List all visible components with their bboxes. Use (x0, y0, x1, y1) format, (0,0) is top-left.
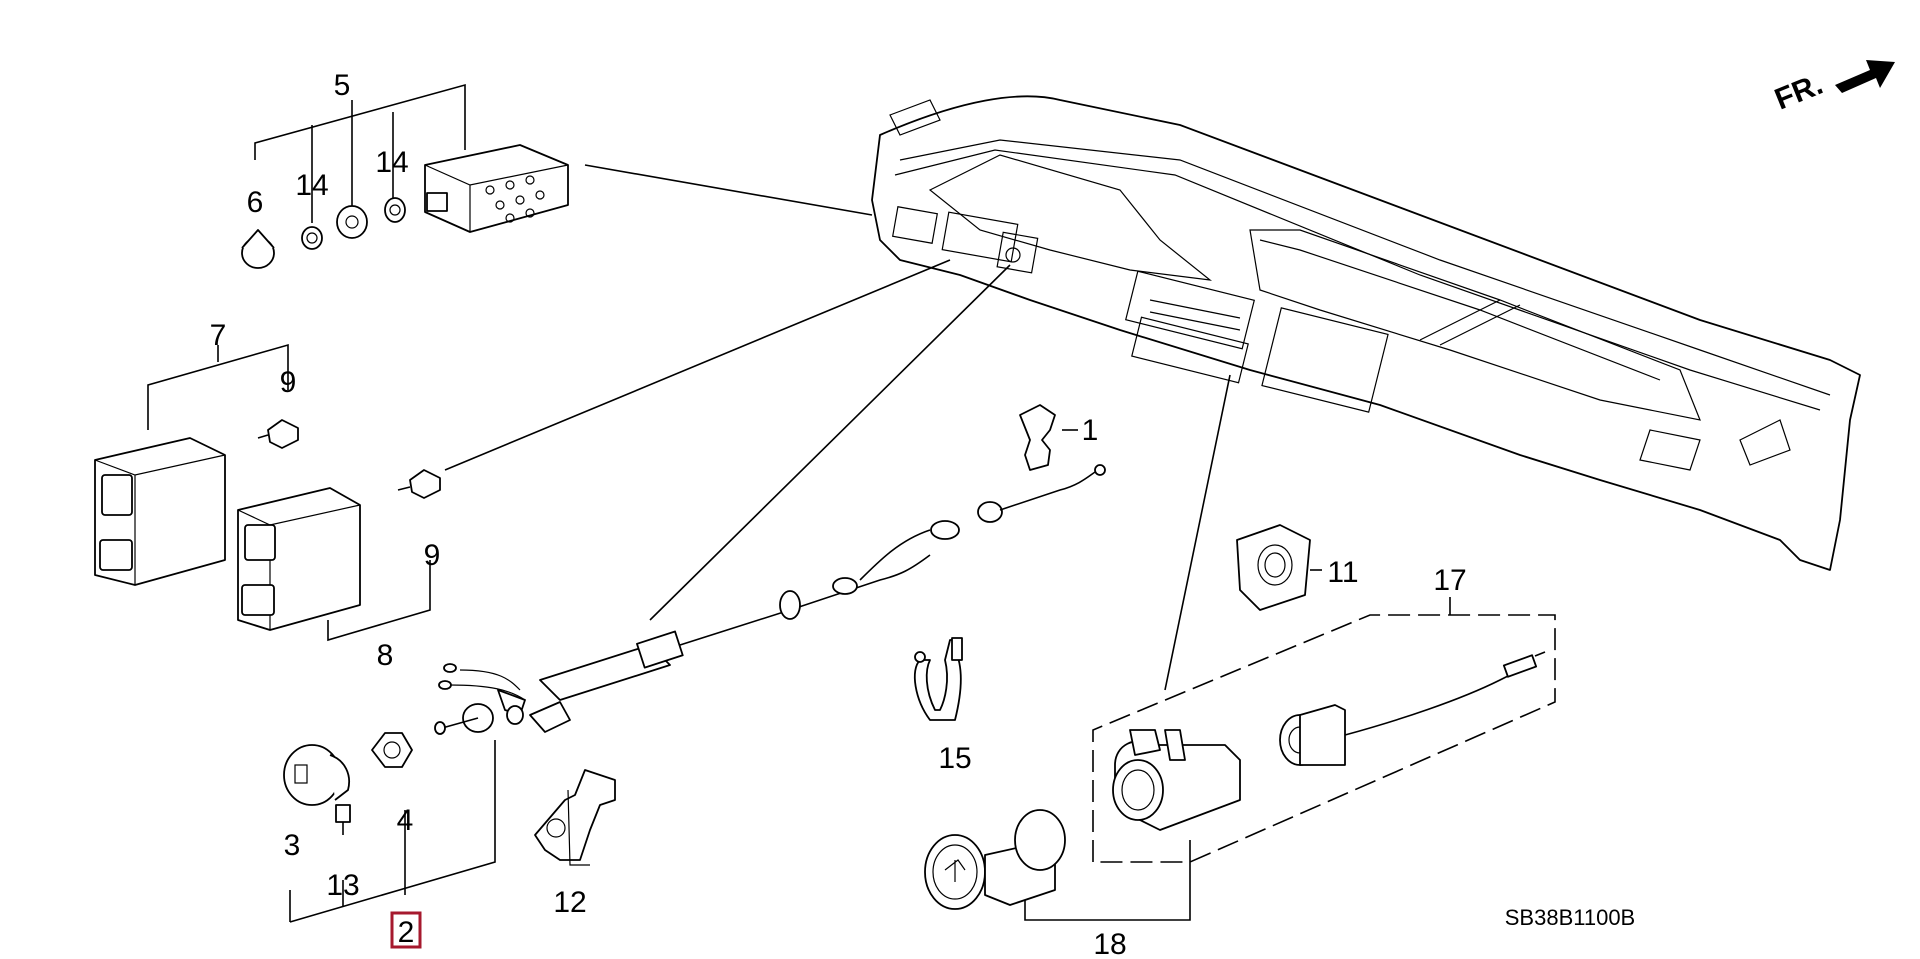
diagram-code: SB38B1100B (1505, 905, 1635, 930)
part-labels: 5 6 14 14 7 9 9 8 1 11 17 15 12 4 3 13 1… (210, 69, 1467, 959)
cigarette-lighter (924, 809, 1191, 921)
leader-lines (444, 164, 1231, 691)
lighter-assembly (1092, 597, 1556, 863)
part-label-9: 9 (280, 366, 297, 399)
part-label-12: 12 (553, 886, 586, 919)
part-label-3: 3 (284, 829, 301, 862)
direction-label: FR. (1770, 68, 1827, 117)
dashboard-illustration (871, 95, 1861, 571)
lighter-bezel (1236, 524, 1322, 611)
arrow-right-icon (1835, 60, 1895, 93)
part-label-5: 5 (334, 69, 351, 102)
part-label-13: 13 (326, 869, 359, 902)
part-label-1: 1 (1082, 414, 1099, 447)
cable-assembly (283, 464, 1106, 923)
part-label-14: 14 (295, 169, 328, 202)
part-label-9: 9 (424, 539, 441, 572)
part-label-11: 11 (1327, 556, 1358, 589)
clip (1019, 404, 1078, 471)
part-label-14: 14 (375, 146, 408, 179)
part-label-7: 7 (210, 319, 227, 352)
part-label-4: 4 (397, 804, 414, 837)
part-label-2-highlighted[interactable]: 2 (390, 911, 422, 949)
part-label-8: 8 (377, 639, 394, 672)
part-label-15: 15 (938, 742, 971, 775)
clamp (913, 637, 963, 721)
resistor-assembly (241, 83, 569, 269)
part-label-6: 6 (247, 186, 264, 219)
part-label-2: 2 (398, 916, 415, 949)
front-direction-indicator: FR. (1770, 60, 1895, 116)
switch-assembly (94, 343, 441, 642)
bracket (534, 769, 616, 866)
part-label-18: 18 (1093, 928, 1126, 959)
part-label-17: 17 (1433, 564, 1466, 597)
